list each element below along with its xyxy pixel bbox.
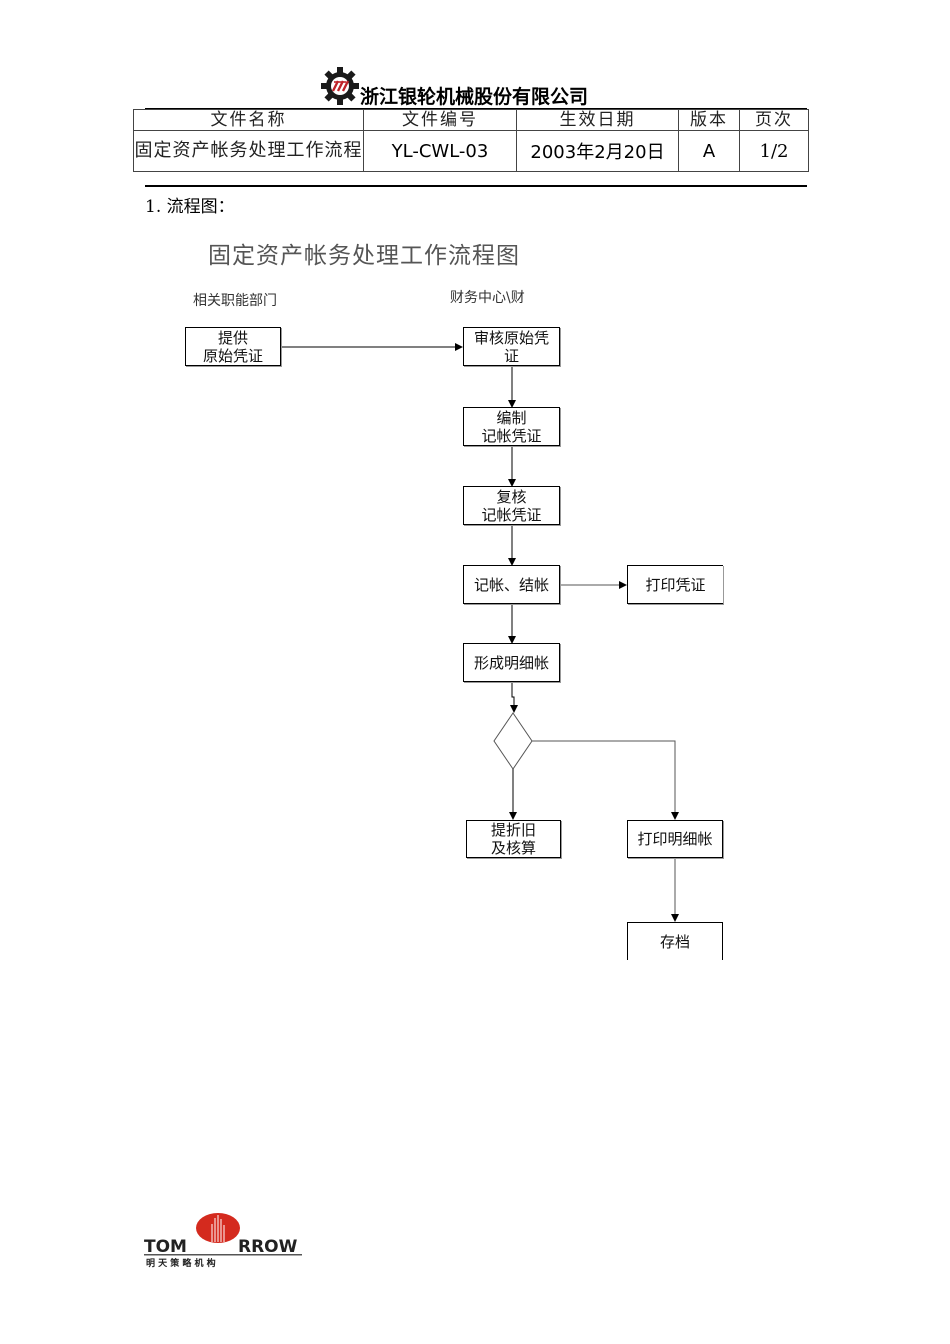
node-text-line: 原始凭证 [202, 346, 263, 365]
node-text-line: 存档 [659, 932, 690, 951]
flow-node-review-vouchers: 审核原始凭证 [463, 327, 560, 366]
brand-left-text: TOM [144, 1237, 187, 1257]
node-text-line: 编制 [496, 408, 527, 427]
lane-label-departments: 相关职能部门 [193, 293, 277, 309]
brand-tagline: 明 天 策 略 机 构 [146, 1257, 216, 1269]
flow-node-compile-vouchers: 编制记帐凭证 [463, 407, 560, 446]
flow-node-print-ledger: 打印明细帐 [627, 820, 723, 858]
node-text-line: 证 [503, 346, 519, 365]
node-text-line: 复核 [496, 487, 527, 506]
node-text-line: 记帐凭证 [481, 505, 542, 524]
flow-node-recheck-vouchers: 复核记帐凭证 [463, 486, 560, 525]
flowchart-title: 固定资产帐务处理工作流程图 [208, 243, 520, 269]
lane-label-finance: 财务中心\财 [450, 290, 525, 306]
node-text-line: 记帐凭证 [481, 426, 542, 445]
flow-node-form-ledger: 形成明细帐 [463, 643, 560, 682]
flow-node-post-and-close: 记帐、结帐 [463, 565, 560, 604]
company-name: 浙江银轮机械股份有限公司 [360, 86, 589, 108]
node-text-line: 打印凭证 [645, 575, 706, 594]
file-name-value: 固定资产帐务处理工作流程 [133, 130, 364, 172]
node-text-line: 审核原始凭 [473, 328, 549, 347]
node-text-line: 提供 [217, 328, 248, 347]
arrow-ledger-to-decision [510, 682, 518, 713]
version-value: A [678, 130, 740, 172]
info-table-value-row: 固定资产帐务处理工作流程 YL-CWL-03 2003年2月20日 A 1/2 [133, 130, 809, 172]
tomorrow-brand-logo: TOM RROW 明 天 策 略 机 构 [144, 1213, 302, 1269]
node-text-line: 打印明细帐 [637, 830, 713, 848]
flow-node-print-voucher: 打印凭证 [627, 565, 723, 604]
flow-node-depreciation: 提折旧及核算 [466, 820, 561, 858]
document-info-table: 文件名称 文件编号 生效日期 版本 页次 固定资产帐务处理工作流程 YL-CWL… [133, 109, 809, 172]
node-text-line: 及核算 [490, 839, 536, 857]
flow-node-provide-vouchers: 提供原始凭证 [185, 327, 281, 366]
page-value: 1/2 [739, 130, 809, 172]
decision-diamond [493, 712, 533, 770]
arrow-decision-to-print-ledger [532, 740, 679, 820]
file-code-value: YL-CWL-03 [363, 130, 517, 172]
company-gear-logo-icon [321, 67, 359, 105]
info-table-header-row: 文件名称 文件编号 生效日期 版本 页次 [133, 109, 809, 131]
section-heading: 1. 流程图： [145, 197, 235, 217]
brand-right-text: RROW [238, 1237, 298, 1257]
node-text-line: 提折旧 [490, 821, 536, 839]
flow-node-archive: 存档 [627, 922, 723, 960]
header-page: 页次 [739, 109, 809, 131]
node-text-line: 记帐、结帐 [473, 575, 549, 594]
node-text-line: 形成明细帐 [473, 653, 549, 672]
section-rule [145, 185, 807, 187]
